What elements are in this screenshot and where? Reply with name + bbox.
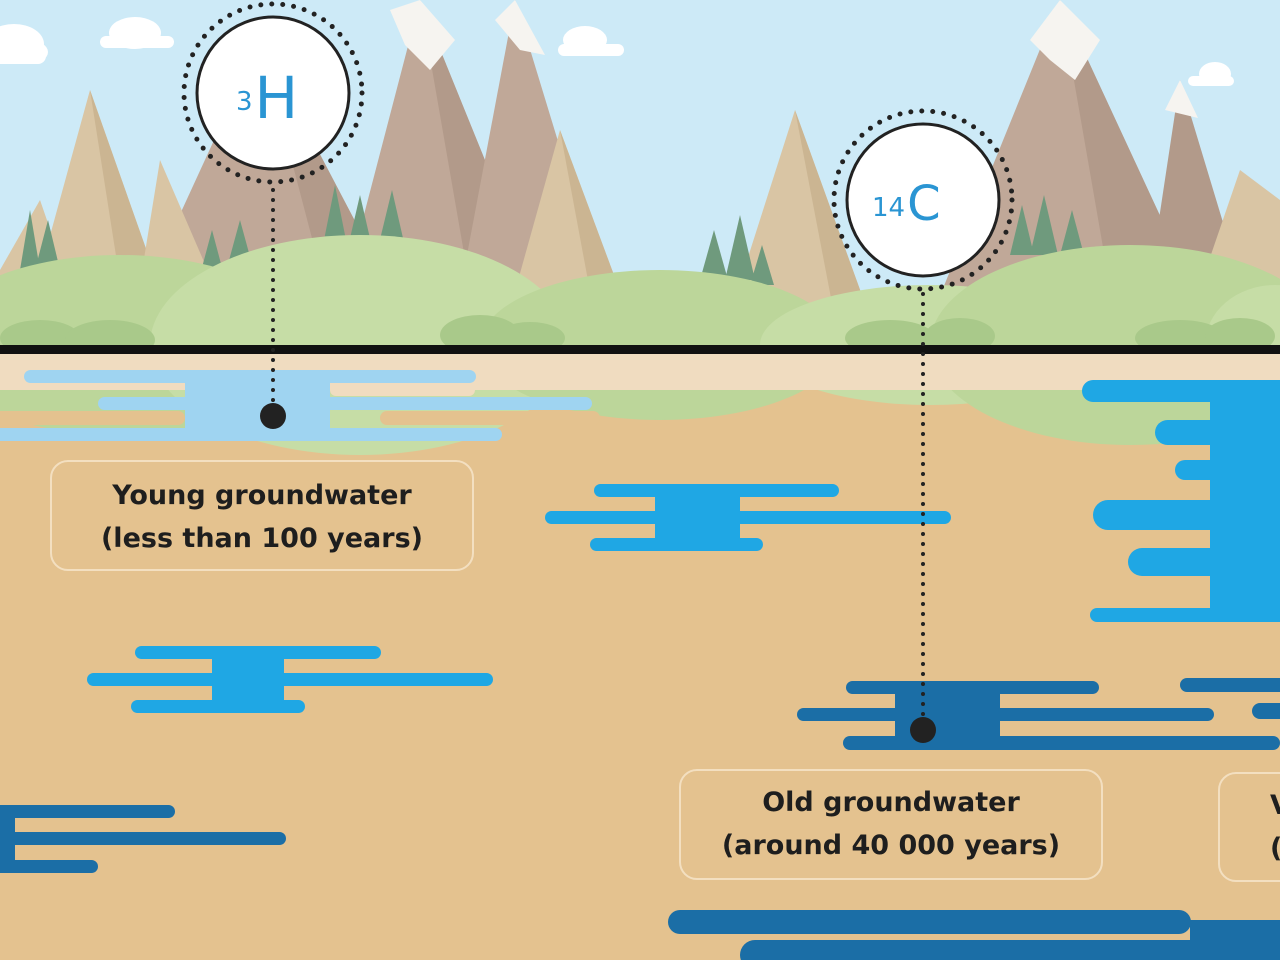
tritium-element: H	[254, 64, 299, 132]
old-groundwater-title: Old groundwater	[762, 787, 1020, 818]
young-groundwater-label: Young groundwater (less than 100 years)	[50, 460, 474, 571]
sample-point-icon	[260, 403, 286, 429]
carbon14-isotope-icon	[831, 108, 1015, 292]
sample-point-icon	[910, 717, 936, 743]
mid-aquifer-right	[1082, 380, 1280, 622]
cloud	[100, 17, 174, 49]
old-aquifer-bottom	[668, 910, 1280, 960]
cloud	[558, 26, 624, 56]
cut-off-label: V (	[1218, 772, 1280, 882]
old-aquifer-center	[797, 678, 1280, 750]
young-aquifer	[0, 370, 592, 441]
mid-aquifer-center	[545, 484, 951, 551]
old-groundwater-label: Old groundwater (around 40 000 years)	[679, 769, 1103, 880]
tritium-symbol: 3H	[236, 68, 298, 128]
carbon14-symbol: 14C	[872, 178, 941, 230]
carbon14-mass-number: 14	[872, 193, 906, 223]
cloud	[1188, 62, 1234, 86]
cut-off-label-line2: (	[1270, 827, 1280, 870]
mid-aquifer-left	[87, 646, 493, 713]
carbon14-element: C	[907, 176, 941, 232]
tritium-mass-number: 3	[236, 87, 253, 117]
young-groundwater-age: (less than 100 years)	[100, 523, 424, 554]
ground-surface-line	[0, 345, 1280, 354]
old-aquifer-left	[0, 805, 286, 873]
old-groundwater-age: (around 40 000 years)	[721, 830, 1061, 861]
cloud	[0, 24, 48, 64]
tritium-isotope-icon	[181, 1, 365, 185]
cut-off-label-line1: V	[1270, 784, 1280, 827]
clouds	[0, 17, 1234, 86]
young-groundwater-title: Young groundwater	[112, 480, 412, 511]
